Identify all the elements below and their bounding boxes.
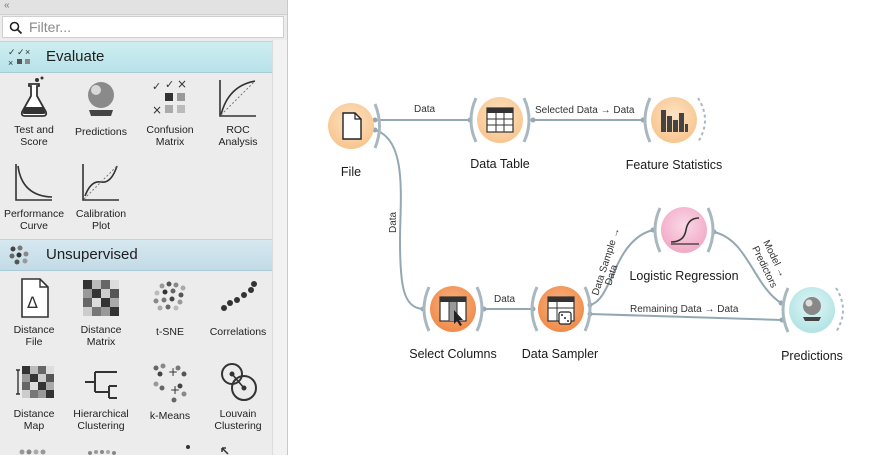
hierarchical-clustering-icon (85, 371, 117, 399)
link-data-sampler-to-logistic-regression (589, 229, 654, 306)
file-icon (342, 112, 362, 140)
node-data-table[interactable] (469, 97, 531, 143)
next-row-icons-partial (19, 445, 229, 455)
category-label-unsupervised: Unsupervised (46, 246, 138, 263)
distance-file-icon: Δ (21, 278, 49, 318)
widget-louvain-clustering[interactable]: Louvain Clustering (204, 360, 272, 432)
category-header-unsupervised[interactable]: Unsupervised (0, 239, 272, 271)
widget-label: Louvain Clustering (214, 408, 262, 432)
svg-text:Δ: Δ (27, 293, 38, 312)
widget-correlations[interactable]: Correlations (204, 276, 272, 338)
widget-performance-curve[interactable]: Performance Curve (0, 160, 68, 232)
widget-label: Performance Curve (3, 208, 65, 232)
svg-text:×: × (152, 103, 162, 117)
svg-text:×: × (8, 58, 13, 68)
svg-text:×: × (25, 47, 30, 57)
predictions-icon (88, 82, 114, 116)
widget-label: Distance Map (13, 408, 55, 432)
workflow-canvas[interactable]: Data Selected Data → Data Data Data Data… (288, 0, 870, 455)
svg-text:✓: ✓ (165, 78, 174, 91)
node-label-data-sampler: Data Sampler (521, 347, 599, 361)
widget-label: Distance File (13, 324, 55, 348)
widget-k-means[interactable]: + + k-Means (136, 360, 204, 422)
svg-text:✓: ✓ (8, 47, 16, 57)
test-and-score-icon (20, 76, 48, 117)
widget-label: Correlations (209, 326, 267, 338)
node-file[interactable] (328, 103, 381, 149)
widget-roc-analysis[interactable]: ROC Analysis (204, 76, 272, 148)
node-label-feature-statistics: Feature Statistics (625, 158, 723, 172)
performance-curve-icon (15, 164, 53, 201)
link-data-sampler-to-predictions (589, 313, 783, 321)
widget-label: Distance Matrix (80, 324, 122, 348)
widget-predictions[interactable]: Predictions (67, 76, 135, 138)
louvain-clustering-icon (221, 363, 257, 401)
node-feature-statistics[interactable] (643, 97, 706, 143)
widget-label: Predictions (75, 126, 127, 138)
calibration-plot-icon (82, 164, 119, 201)
node-label-data-table: Data Table (470, 157, 530, 171)
widget-label: t-SNE (155, 326, 184, 338)
node-select-columns[interactable] (422, 286, 484, 332)
widget-label: Confusion Matrix (146, 124, 194, 148)
filter-input[interactable] (29, 19, 269, 35)
widget-test-and-score[interactable]: Test and Score (0, 76, 68, 148)
widget-distance-matrix[interactable]: Distance Matrix (67, 276, 135, 348)
distance-map-icon (16, 366, 54, 398)
feature-statistics-icon (661, 110, 688, 132)
category-header-evaluate[interactable]: ✓ ✓ × × Evaluate (0, 41, 272, 73)
node-label-logistic-regression: Logistic Regression (629, 269, 739, 283)
widget-label: Calibration Plot (75, 208, 127, 232)
widget-calibration-plot[interactable]: Calibration Plot (67, 160, 135, 232)
widget-confusion-matrix[interactable]: ✓ ✓ × × Confusion Matrix (136, 76, 204, 148)
widget-tsne[interactable]: t-SNE (136, 276, 204, 338)
svg-text:+: + (170, 383, 180, 397)
link-file-to-select-columns (374, 129, 424, 310)
widget-label: ROC Analysis (218, 124, 258, 148)
widget-hierarchical-clustering[interactable]: Hierarchical Clustering (67, 360, 135, 432)
widget-panel: « ✓ ✓ × × Evaluate Test and Score (0, 0, 288, 455)
collapse-panel-icon[interactable]: « (4, 0, 10, 11)
link-label-data-table-feature-statistics: Selected Data → Data (535, 105, 635, 116)
node-predictions[interactable] (781, 287, 844, 333)
node-logistic-regression[interactable] (653, 207, 715, 253)
node-label-file: File (340, 165, 362, 179)
logistic-regression-icon (670, 217, 700, 245)
widget-distance-file[interactable]: Δ Distance File (0, 276, 68, 348)
link-label-file-select-columns: Data (388, 211, 399, 233)
distance-matrix-icon (83, 280, 119, 316)
svg-text:×: × (177, 77, 187, 91)
node-label-predictions: Predictions (781, 349, 843, 363)
search-icon (9, 21, 23, 35)
panel-scrollbar[interactable] (272, 40, 287, 455)
data-table-icon (486, 107, 514, 133)
svg-text:✓: ✓ (152, 80, 161, 93)
node-label-select-columns: Select Columns (409, 347, 497, 361)
data-sampler-icon (547, 296, 575, 325)
link-logistic-regression-to-predictions (713, 231, 782, 304)
unsupervised-category-icon (9, 245, 29, 265)
confusion-matrix-icon: ✓ ✓ × × (152, 77, 187, 117)
tsne-icon (153, 281, 186, 311)
panel-title-bar: « (0, 0, 287, 15)
k-means-icon: + + (153, 363, 187, 403)
widget-label: k-Means (149, 410, 191, 422)
widget-label: Hierarchical Clustering (73, 408, 129, 432)
node-data-sampler[interactable] (530, 286, 592, 332)
widget-distance-map[interactable]: Distance Map (0, 360, 68, 432)
svg-text:+: + (168, 365, 178, 379)
category-label-evaluate: Evaluate (46, 48, 105, 65)
link-label-select-columns-data-sampler: Data (494, 294, 516, 305)
roc-analysis-icon (219, 80, 256, 117)
workflow-links-layer: Data Selected Data → Data Data Data Data… (328, 97, 844, 333)
filter-box[interactable] (2, 16, 284, 38)
correlations-icon (221, 281, 257, 311)
svg-text:✓: ✓ (17, 47, 25, 57)
link-label-data-sampler-predictions: Remaining Data → Data (630, 304, 739, 315)
predictions-icon (803, 297, 821, 321)
link-label-file-data-table: Data (414, 104, 436, 115)
evaluate-category-icon: ✓ ✓ × × (8, 47, 30, 68)
select-columns-icon (439, 296, 467, 326)
widget-label: Test and Score (14, 124, 54, 148)
